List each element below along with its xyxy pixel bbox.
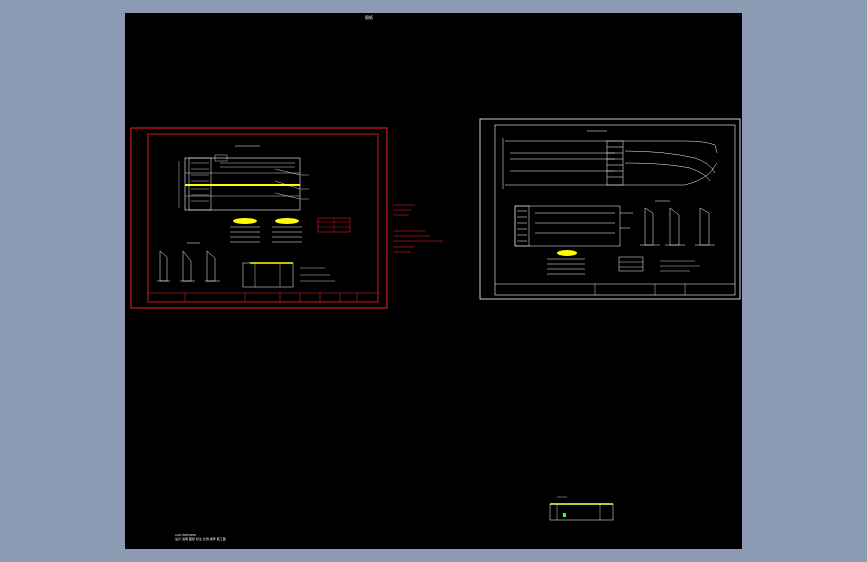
- red-annotation-notes: [393, 204, 443, 253]
- left-legend: [230, 217, 351, 243]
- left-sheet[interactable]: [130, 127, 443, 309]
- bottom-small-detail[interactable]: [549, 496, 614, 521]
- cad-drawing-svg: [130, 118, 741, 521]
- bottom-note: CAD PREVIEW 设计 说明 图纸 标注 比例 编号 施工图: [175, 533, 226, 541]
- right-section-details: [640, 200, 715, 246]
- bottom-note-line1: CAD PREVIEW: [175, 533, 196, 537]
- left-cross-section: [242, 262, 335, 288]
- cad-drawing-canvas[interactable]: 图纸: [125, 13, 742, 549]
- drawing-top-title: 图纸: [365, 15, 373, 20]
- left-section-details: [157, 242, 220, 282]
- right-lower-plan: [514, 205, 633, 247]
- right-road-plan: [502, 130, 718, 189]
- left-plan-view: [178, 145, 309, 211]
- right-sheet[interactable]: [479, 118, 741, 300]
- bottom-note-line2: 设计 说明 图纸 标注 比例 编号 施工图: [175, 537, 226, 541]
- right-legend: [547, 250, 700, 275]
